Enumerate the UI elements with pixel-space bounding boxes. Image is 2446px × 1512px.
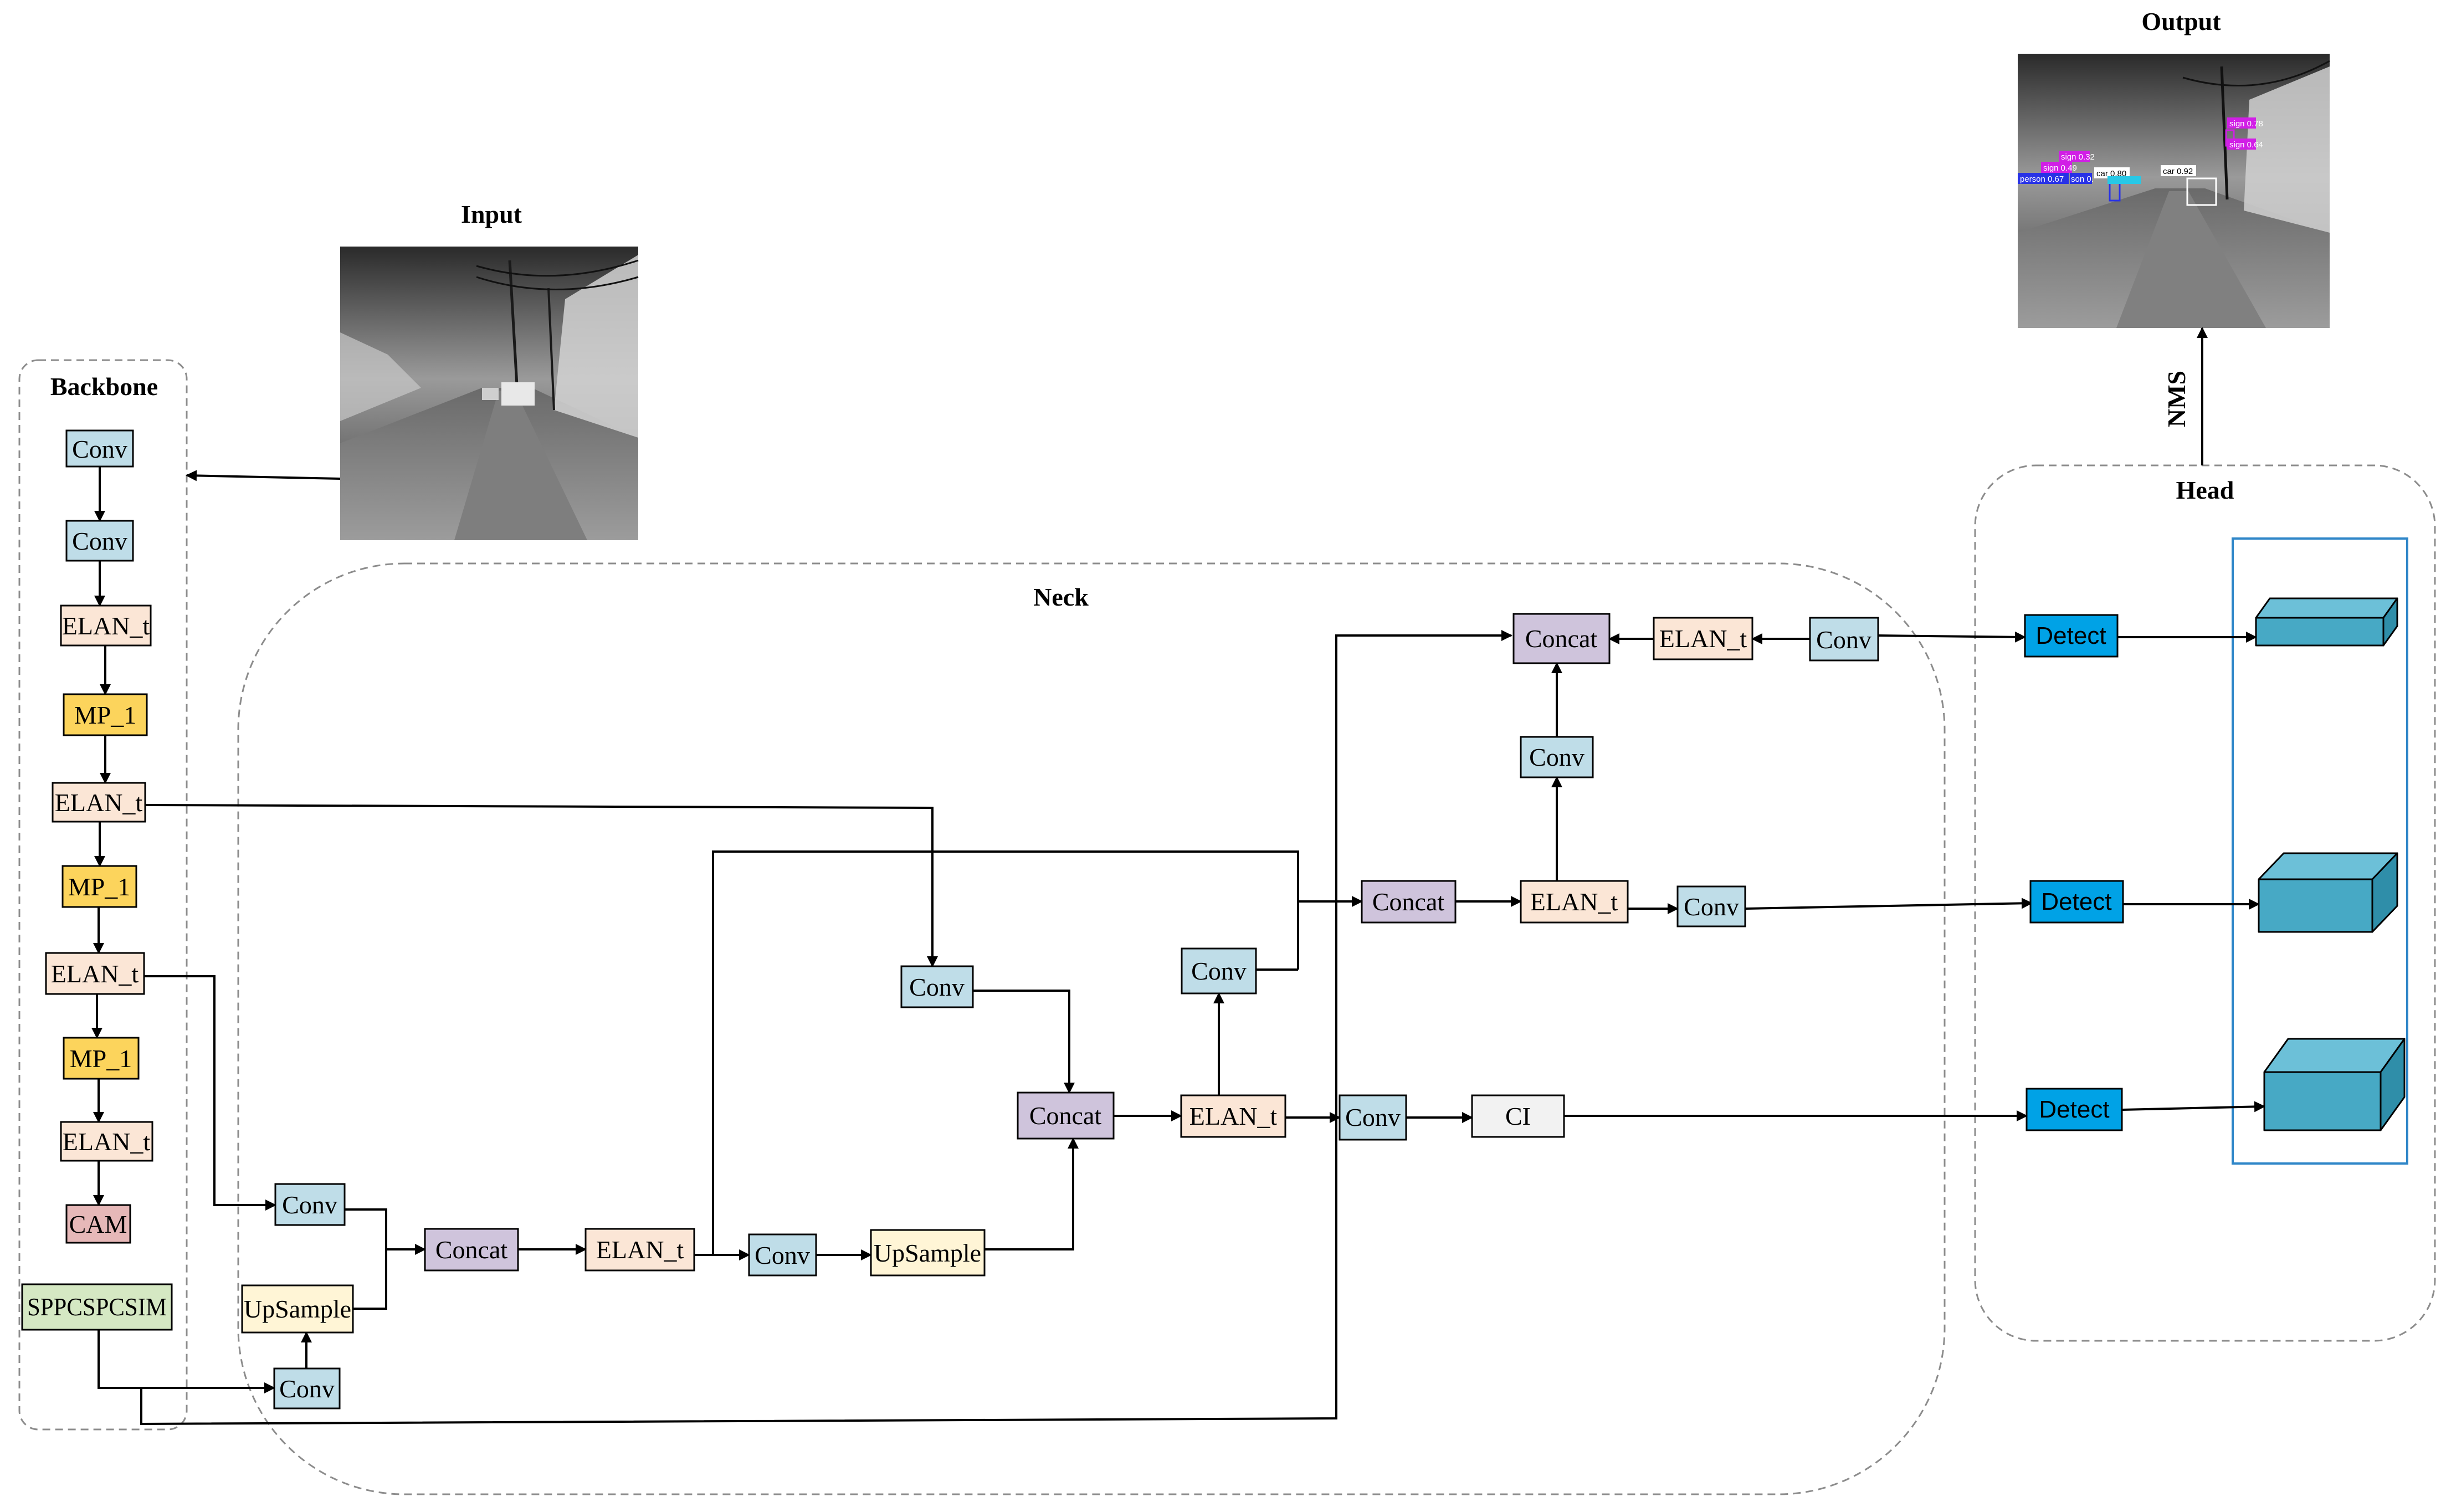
detection-label: sign 0.64: [2229, 140, 2263, 150]
detection-label: person 0.67: [2020, 175, 2064, 184]
neck-conv-i: Conv: [1809, 617, 1879, 662]
svg-text:Concat: Concat: [1029, 1101, 1102, 1130]
neck-conv-f: Conv: [1339, 1094, 1407, 1141]
neck-concat-d: Concat: [1512, 613, 1611, 664]
neck-conv-d: Conv: [900, 965, 974, 1008]
neck-elan-t-c: ELAN_t: [1520, 880, 1629, 924]
svg-text:Conv: Conv: [755, 1241, 810, 1269]
backbone-elan-t-4: ELAN_t: [60, 1121, 153, 1162]
input-image: [340, 247, 639, 540]
svg-text:Conv: Conv: [279, 1375, 335, 1403]
neck-conv-h: Conv: [1676, 885, 1746, 927]
detection-label: sign 0.32: [2061, 152, 2095, 162]
detection-label: son 0.: [2071, 175, 2094, 184]
output-cube-large: [2263, 1038, 2406, 1131]
connectors: [91, 327, 2265, 1426]
detection-label: car 0.92: [2163, 167, 2193, 176]
neck-conv-g: Conv: [1520, 736, 1594, 778]
output-title: Output: [2141, 7, 2221, 35]
svg-text:MP_1: MP_1: [74, 701, 136, 729]
neck-region: [237, 562, 1946, 1495]
head-output-frame: [2232, 537, 2408, 1165]
svg-text:Concat: Concat: [1372, 888, 1445, 916]
svg-text:ELAN_t: ELAN_t: [63, 1127, 151, 1156]
backbone-region: [18, 359, 188, 1431]
svg-text:SPPCSPCSIM: SPPCSPCSIM: [27, 1293, 167, 1321]
head-detect-1: Detect: [2024, 614, 2119, 658]
svg-text:UpSample: UpSample: [874, 1239, 981, 1267]
svg-text:Conv: Conv: [1345, 1103, 1401, 1131]
neck-upsample-a: UpSample: [241, 1284, 354, 1334]
detection-label: sign 0.78: [2229, 119, 2263, 129]
detection-label: car 0.80: [2096, 169, 2126, 178]
svg-text:CAM: CAM: [69, 1210, 127, 1238]
svg-text:Detect: Detect: [2035, 622, 2106, 649]
neck-concat-b: Concat: [1017, 1091, 1115, 1140]
svg-text:Conv: Conv: [909, 973, 965, 1001]
nms-label: NMS: [2162, 371, 2191, 427]
neck-concat-c: Concat: [1361, 880, 1457, 924]
neck-conv-b: Conv: [273, 1367, 341, 1410]
backbone-sppcspcsim: SPPCSPCSIM: [21, 1283, 173, 1331]
backbone-mp-2: MP_1: [61, 865, 137, 908]
detection-label: sign 0.49: [2043, 163, 2077, 173]
svg-text:Conv: Conv: [1684, 893, 1739, 921]
neck-ci: CI: [1471, 1094, 1565, 1138]
neck-elan-t-a: ELAN_t: [584, 1228, 695, 1272]
svg-text:Detect: Detect: [2039, 1096, 2109, 1123]
neck-conv-a: Conv: [274, 1183, 346, 1226]
svg-text:ELAN_t: ELAN_t: [596, 1236, 684, 1264]
svg-text:Detect: Detect: [2041, 888, 2111, 915]
backbone-elan-t-1: ELAN_t: [60, 604, 152, 647]
head-title: Head: [2176, 476, 2234, 504]
output-cube-medium: [2258, 852, 2398, 933]
svg-text:Conv: Conv: [282, 1191, 337, 1219]
svg-text:UpSample: UpSample: [244, 1295, 351, 1323]
backbone-elan-t-3: ELAN_t: [45, 952, 145, 995]
backbone-elan-t-2: ELAN_t: [52, 782, 146, 823]
svg-text:CI: CI: [1505, 1102, 1531, 1130]
neck-concat-a: Concat: [424, 1228, 519, 1272]
backbone-title: Backbone: [50, 372, 158, 401]
svg-text:Concat: Concat: [1525, 624, 1598, 653]
detection-box-car: [2186, 177, 2217, 206]
svg-text:Concat: Concat: [435, 1236, 508, 1264]
neck-title: Neck: [1033, 583, 1089, 611]
svg-text:Conv: Conv: [72, 527, 127, 555]
svg-text:MP_1: MP_1: [70, 1044, 132, 1073]
svg-text:MP_1: MP_1: [68, 873, 130, 901]
svg-text:Conv: Conv: [1816, 626, 1871, 654]
neck-elan-t-b: ELAN_t: [1180, 1094, 1286, 1138]
backbone-conv-2: Conv: [65, 520, 134, 562]
svg-text:Conv: Conv: [1191, 957, 1247, 985]
backbone-mp-3: MP_1: [63, 1037, 140, 1080]
backbone-conv-1: Conv: [65, 429, 134, 468]
neck-elan-t-d: ELAN_t: [1653, 617, 1753, 660]
input-title: Input: [461, 200, 522, 228]
output-image: sign 0.78 sign 0.64 sign 0.32 sign 0.49 …: [2018, 54, 2330, 328]
svg-text:ELAN_t: ELAN_t: [1659, 624, 1747, 653]
svg-text:Conv: Conv: [72, 435, 127, 463]
neck-conv-e: Conv: [1181, 947, 1257, 995]
svg-text:ELAN_t: ELAN_t: [62, 612, 150, 640]
svg-text:ELAN_t: ELAN_t: [51, 960, 139, 988]
head-detect-3: Detect: [2025, 1088, 2123, 1131]
neck-upsample-b: UpSample: [870, 1229, 986, 1277]
svg-text:ELAN_t: ELAN_t: [1189, 1102, 1278, 1130]
backbone-mp-1: MP_1: [63, 693, 148, 736]
backbone-cam: CAM: [65, 1204, 131, 1244]
svg-text:ELAN_t: ELAN_t: [55, 788, 143, 817]
output-cube-small: [2255, 597, 2398, 647]
neck-conv-c: Conv: [748, 1233, 817, 1277]
svg-text:ELAN_t: ELAN_t: [1530, 888, 1618, 916]
head-detect-2: Detect: [2029, 880, 2124, 924]
svg-text:Conv: Conv: [1529, 743, 1584, 771]
